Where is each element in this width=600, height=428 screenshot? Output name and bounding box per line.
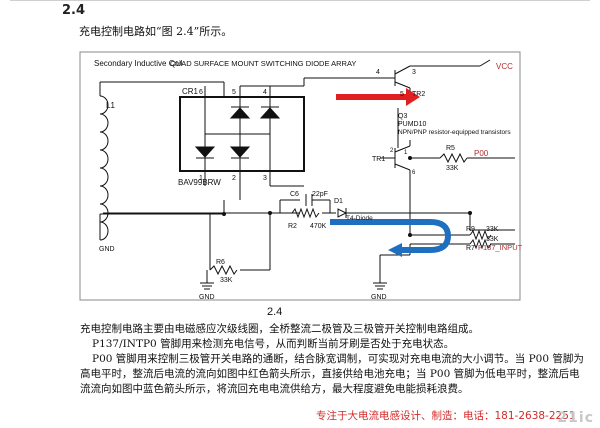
section-heading: 2.4 (62, 3, 86, 18)
figure-caption: 2.4 (267, 306, 283, 318)
label-r6-val: 33K (220, 277, 233, 284)
bridge-diode-2 (259, 107, 281, 119)
label-p137: P137_INPUT (478, 243, 523, 252)
r5-resistor (439, 152, 468, 164)
tr2-pin-5: 5 (400, 91, 404, 98)
label-r9-val: 33K (486, 226, 499, 233)
bridge-diode-3 (194, 146, 216, 158)
pin-2: 2 (232, 175, 236, 182)
label-c6: C6 (290, 191, 299, 198)
label-q3-desc: NPN/PNP resistor-equipped transistors (398, 129, 511, 136)
label-r6: R6 (216, 259, 225, 266)
pin-6: 6 (199, 89, 203, 96)
pin-1: 1 (199, 175, 203, 182)
label-c6-val: 22pF (312, 191, 328, 198)
intro-line: 充电控制电路如“图 2.4”所示。 (79, 25, 233, 38)
body-text: 充电控制电路主要由电磁感应次级线圈，全桥整流二极管及三极管开关控制电路组成。 P… (80, 322, 590, 397)
tr2-pin-3: 3 (412, 69, 416, 76)
bridge-diode-1 (229, 107, 251, 119)
label-t4: T4-Diode (346, 215, 373, 222)
r6-resistor (209, 264, 238, 276)
pin-5: 5 (232, 89, 236, 96)
pin-3: 3 (263, 175, 267, 182)
blue-current-arrow (330, 219, 452, 257)
label-coil-title: Secondary Inductive Coil (94, 59, 183, 68)
pin-4: 4 (263, 89, 267, 96)
tr1-pin-6: 6 (412, 170, 416, 176)
label-r7-val: 33K (486, 236, 499, 243)
label-cr1: CR1 (182, 87, 199, 96)
diagram-frame (79, 51, 521, 301)
label-q3: Q3 (398, 113, 407, 120)
d1-diode (337, 208, 348, 218)
label-d1: D1 (334, 198, 343, 205)
r9-resistor (469, 229, 492, 241)
label-r5: R5 (446, 145, 455, 152)
circuit-diagram: Secondary Inductive Coil QUAD SURFACE MO… (79, 51, 523, 301)
label-p00: P00 (474, 149, 489, 158)
label-vcc: VCC (496, 62, 513, 71)
label-array-title: QUAD SURFACE MOUNT SWITCHING DIODE ARRAY (170, 59, 356, 68)
label-tr1: TR1 (372, 156, 385, 163)
bridge-diode-4 (229, 146, 251, 158)
coil-symbol (99, 95, 109, 241)
label-r5-val: 33K (446, 165, 459, 172)
label-r2-val: 470K (310, 223, 327, 230)
label-l1: L1 (106, 101, 115, 110)
label-pumd10: PUMD10 (398, 121, 427, 128)
red-current-arrow (336, 88, 420, 106)
label-r9: R9 (466, 226, 475, 233)
r2-resistor (291, 207, 320, 219)
label-gnd-3: GND (99, 246, 115, 253)
paragraph-1: 充电控制电路主要由电磁感应次级线圈，全桥整流二极管及三极管开关控制电路组成。 (80, 323, 479, 335)
top-rule (10, 0, 590, 1)
diode-array-box (179, 96, 305, 172)
label-bav99: BAV99BRW (178, 178, 221, 187)
label-tr2: TR2 (412, 91, 425, 98)
label-r2: R2 (288, 223, 297, 230)
tr1-pin-2: 2 (390, 148, 394, 154)
tr1-pin-1: 1 (404, 150, 408, 156)
tr2-pin-4: 4 (376, 69, 380, 76)
paragraph-3: P00 管脚用来控制三极管开关电路的通断，结合脉宽调制，可实现对充电电流的大小调… (80, 353, 584, 395)
label-gnd-2: GND (371, 294, 387, 301)
label-gnd-1: GND (199, 294, 215, 301)
logo: 21ic (557, 410, 594, 426)
r7-resistor (469, 238, 492, 250)
paragraph-2: P137/INTP0 管脚用来检测充电信号，从而判断当前牙刷是否处于充电状态。 (92, 338, 455, 350)
label-r7: R7 (466, 245, 475, 252)
footer-ad: 专注于大电流电感设计、制造：电话：181-2638-2251 (316, 410, 576, 422)
